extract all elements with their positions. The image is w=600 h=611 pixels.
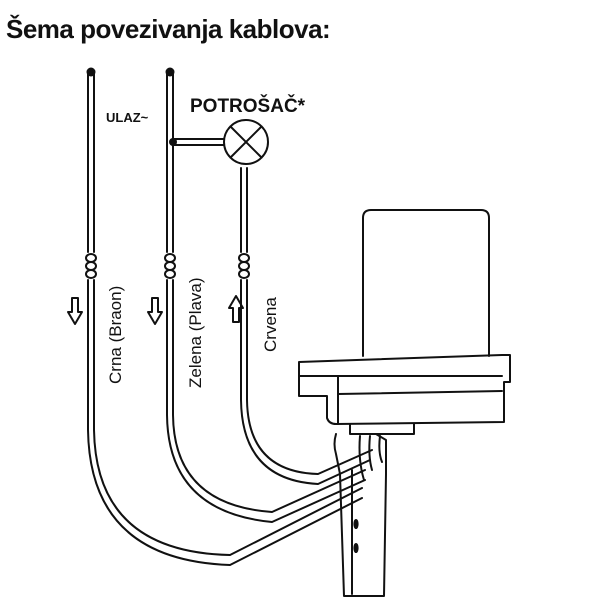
arrow-down-icon	[147, 297, 163, 325]
sensor-dome	[362, 209, 490, 357]
sensor-device	[298, 209, 511, 597]
lamp-symbol	[223, 119, 269, 165]
wire-red	[238, 167, 373, 485]
arrow-up-icon	[228, 295, 244, 323]
wire-green-twist	[164, 253, 176, 279]
wire-red-twist	[238, 253, 250, 279]
consumer-label: POTROŠAČ*	[190, 95, 306, 117]
wire-black-twist	[85, 253, 97, 279]
wire-black-terminal	[86, 67, 96, 77]
wire-green	[164, 67, 366, 523]
input-label: ULAZ~	[106, 110, 149, 125]
wire-black	[85, 67, 363, 566]
lamp-branch-wire	[169, 138, 225, 146]
mounting-bracket	[333, 433, 387, 597]
sensor-housing	[298, 354, 511, 425]
wire-red-label: Crvena	[261, 297, 280, 352]
wire-green-terminal	[165, 67, 175, 77]
diagram-title: Šema povezivanja kablova:	[6, 14, 331, 44]
wire-black-label: Crna (Braon)	[106, 286, 125, 384]
arrow-down-icon	[67, 297, 83, 325]
wire-green-label: Zelena (Plava)	[186, 277, 205, 388]
